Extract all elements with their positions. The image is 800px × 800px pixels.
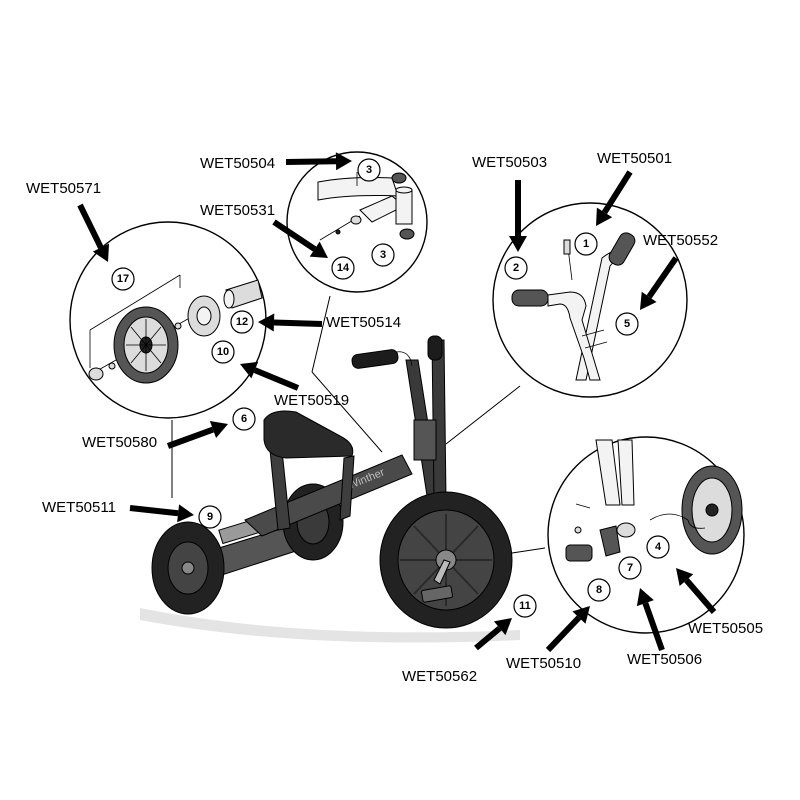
handlebar-grip-right-main: [427, 335, 443, 361]
svg-text:6: 6: [241, 413, 247, 425]
svg-text:8: 8: [596, 584, 602, 596]
callout-12: 12: [230, 310, 254, 334]
callouts: 3 3 14 17 12 10 1 2 5 6 9 11 4 7 8: [111, 158, 670, 618]
handlebar-grip-left: [511, 289, 549, 307]
part-label-wet50505: WET50505: [688, 620, 763, 637]
svg-text:12: 12: [236, 316, 248, 328]
part-label-wet50580: WET50580: [82, 434, 157, 451]
pointer-arrows: [77, 152, 717, 653]
part-label-wet50501: WET50501: [597, 150, 672, 167]
handlebar-stem-left: [547, 291, 601, 381]
arrow-wet50562: [474, 618, 512, 651]
svg-text:3: 3: [380, 249, 386, 261]
pedal-block: [565, 544, 593, 562]
arrow-wet50571: [77, 203, 110, 262]
svg-text:5: 5: [624, 318, 630, 330]
svg-text:9: 9: [207, 511, 213, 523]
callout-17: 17: [111, 267, 135, 291]
callout-14: 14: [331, 256, 355, 280]
part-label-wet50506: WET50506: [627, 651, 702, 668]
fork-leg-right: [617, 439, 635, 506]
part-number-labels: WET50504 WET50531 WET50571 WET50514 WET5…: [26, 150, 763, 685]
part-label-wet50531: WET50531: [200, 202, 275, 219]
arrow-wet50505: [676, 568, 717, 614]
arrow-wet50504: [285, 152, 352, 171]
leader-lines: [171, 295, 546, 554]
crank-axle: [649, 513, 706, 529]
arrow-wet50510: [545, 606, 590, 653]
front-pedal: [421, 585, 453, 603]
arrow-wet50511: [129, 504, 194, 523]
seat: [263, 410, 354, 459]
part-label-wet50504: WET50504: [200, 155, 275, 172]
arrow-wet50580: [166, 421, 228, 449]
callout-11: 11: [513, 594, 537, 618]
crank-arm: [599, 525, 621, 557]
leader-pedal-detail: [511, 547, 546, 554]
part-label-wet50511: WET50511: [42, 499, 116, 516]
callout-5: 5: [615, 312, 639, 336]
steering-tube: [395, 189, 413, 225]
callout-1: 1: [574, 232, 598, 256]
detail-circle-handlebar: [492, 202, 688, 398]
svg-text:2: 2: [513, 262, 519, 274]
arrow-wet50501: [596, 170, 633, 226]
handlebar-exploded-view: [511, 232, 636, 381]
arrow-wet50514: [258, 313, 323, 332]
callout-3-bottom: 3: [371, 243, 395, 267]
handlebar-grip-right: [608, 232, 636, 266]
part-label-wet50519: WET50519: [274, 392, 349, 409]
svg-text:1: 1: [583, 238, 589, 250]
part-label-wet50503: WET50503: [472, 154, 547, 171]
crank-washer: [616, 522, 636, 538]
svg-text:3: 3: [366, 164, 372, 176]
callout-9: 9: [198, 505, 222, 529]
axle-cap: [88, 367, 104, 381]
seat-tube-exploded-view: [317, 172, 415, 241]
callout-7: 7: [618, 556, 642, 580]
callout-6: 6: [232, 407, 256, 431]
callout-4: 4: [646, 535, 670, 559]
handlebar-grip-left-main: [351, 349, 399, 369]
rear-wheel-exploded-view: [88, 274, 263, 384]
svg-text:11: 11: [519, 600, 531, 612]
tricycle-main: Winther: [140, 335, 520, 643]
part-label-wet50514: WET50514: [326, 314, 401, 331]
svg-text:10: 10: [217, 346, 229, 358]
handlebar-bolt: [563, 239, 571, 255]
callout-8: 8: [587, 578, 611, 602]
headset-bearing-bottom: [399, 228, 415, 240]
svg-text:7: 7: [627, 562, 633, 574]
callout-10: 10: [211, 340, 235, 364]
arrow-wet50531: [272, 219, 328, 258]
part-label-wet50510: WET50510: [506, 655, 581, 672]
part-label-wet50571: WET50571: [26, 180, 101, 197]
leader-handlebar-detail: [445, 385, 521, 445]
callout-2: 2: [504, 256, 528, 280]
arrow-wet50552: [640, 256, 679, 310]
steering-clamp: [413, 419, 437, 461]
leader-top-detail-2: [311, 371, 383, 453]
svg-text:14: 14: [337, 262, 350, 274]
arrow-wet50506: [636, 588, 665, 652]
fork-leg-left: [595, 439, 621, 506]
part-label-wet50562: WET50562: [402, 668, 477, 685]
leader-top-detail: [311, 295, 331, 373]
headset-bearing-top: [391, 172, 407, 184]
part-label-wet50552: WET50552: [643, 232, 718, 249]
svg-text:17: 17: [117, 273, 129, 285]
arrow-wet50503: [509, 180, 527, 252]
pedal-exploded-view: [565, 439, 743, 562]
callout-3-top: 3: [357, 158, 381, 182]
arrow-wet50519: [240, 361, 300, 391]
svg-text:4: 4: [655, 541, 662, 553]
